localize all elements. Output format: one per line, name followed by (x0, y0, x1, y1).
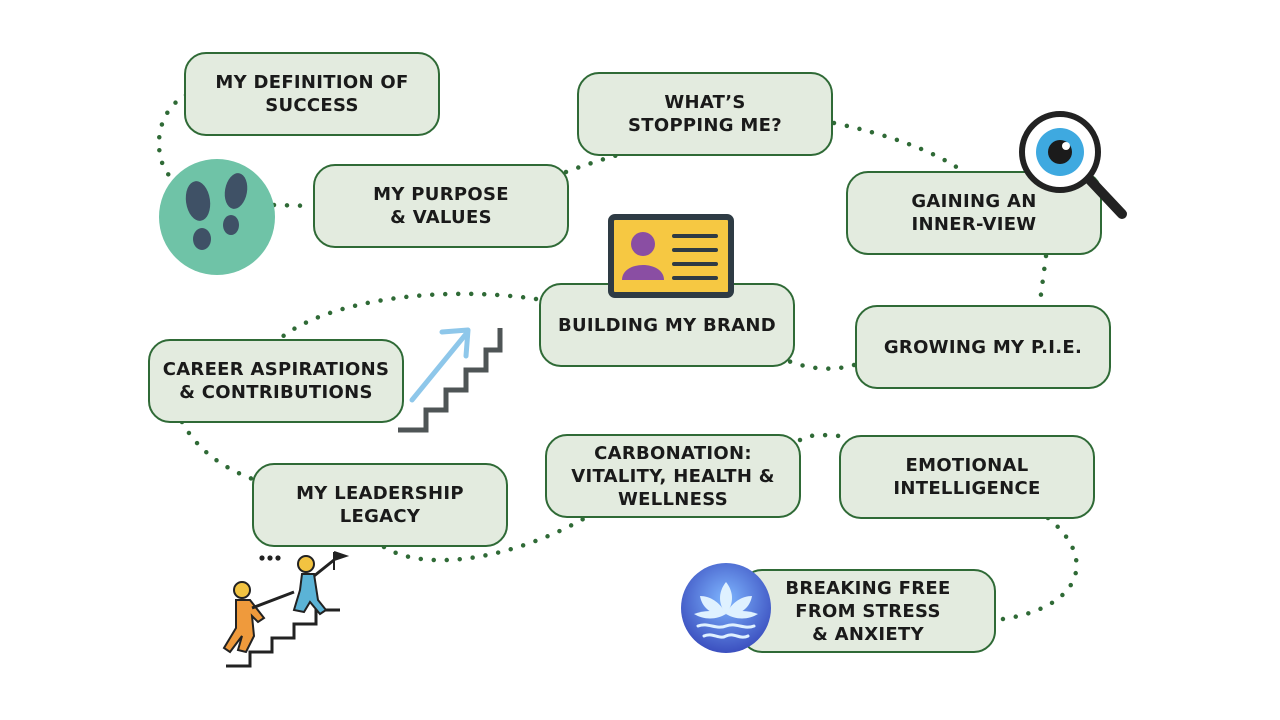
path-start-to-purpose (271, 202, 315, 209)
helping-climb-icon (222, 548, 352, 670)
path-purpose-to-stopping (563, 152, 621, 175)
step-emotional-intelligence: EMOTIONAL INTELLIGENCE (839, 435, 1095, 519)
step-leadership-legacy: MY LEADERSHIP LEGACY (252, 463, 508, 547)
path-leadership-to-carbonation (381, 515, 588, 563)
stairs-arrow-icon (392, 322, 506, 434)
path-pie-to-brand (783, 357, 857, 371)
step-growing-pie: GROWING MY P.I.E. (855, 305, 1111, 389)
step-definition-of-success: MY DEFINITION OF SUCCESS (184, 52, 440, 136)
footprints-icon (158, 158, 276, 276)
path-inner-to-pie (1037, 253, 1049, 305)
step-whats-stopping-me: WHAT’S STOPPING ME? (577, 72, 833, 156)
path-career-to-leadership (179, 419, 258, 483)
step-purpose-values: MY PURPOSE & VALUES (313, 164, 569, 248)
step-breaking-free: BREAKING FREE FROM STRESS & ANXIETY (740, 569, 996, 653)
lotus-icon (680, 562, 772, 654)
step-career-aspirations: CAREER ASPIRATIONS & CONTRIBUTIONS (148, 339, 404, 423)
id-card-icon (608, 214, 734, 298)
path-definition-to-start (156, 92, 189, 181)
path-stopping-to-inner (831, 120, 961, 171)
path-brand-to-career (279, 291, 539, 340)
step-carbonation: CARBONATION: VITALITY, HEALTH & WELLNESS (545, 434, 801, 518)
path-carbonation-to-emotional (797, 432, 853, 443)
path-emotional-to-stress (993, 515, 1079, 623)
magnifier-eye-icon (1018, 110, 1134, 226)
